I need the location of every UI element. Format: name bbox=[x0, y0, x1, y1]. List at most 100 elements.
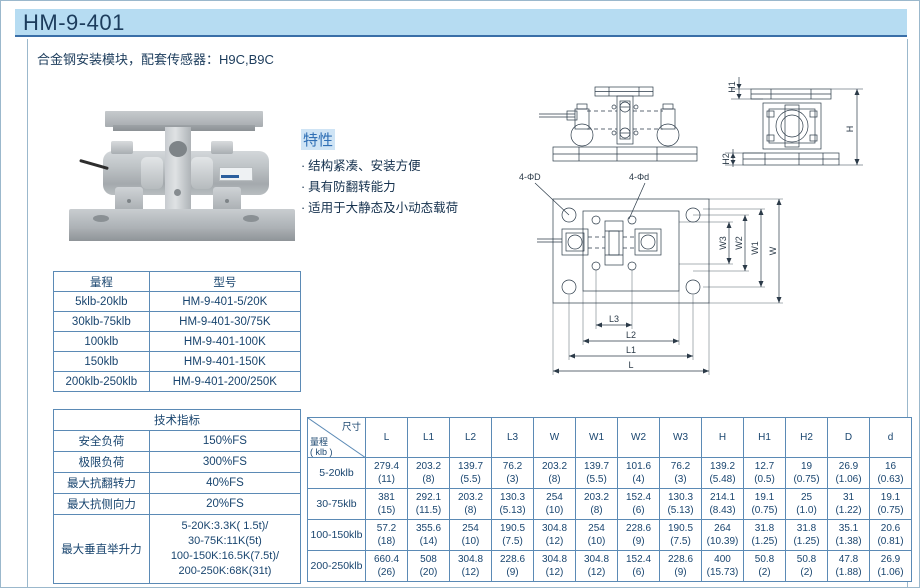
dim-mm: 304.8 bbox=[583, 554, 610, 565]
dim-cell: 26.9(1.06) bbox=[827, 457, 870, 489]
table-row: 200klb-250klb HM-9-401-200/250K bbox=[53, 371, 302, 392]
dim-mm: 152.4 bbox=[625, 492, 652, 503]
dim-in: (1.0) bbox=[796, 505, 817, 516]
dim-col-header: d bbox=[869, 417, 912, 458]
dim-in: (12) bbox=[587, 567, 606, 578]
dim-cell: 12.7(0.5) bbox=[743, 457, 786, 489]
dim-cell: 139.7(5.5) bbox=[449, 457, 492, 489]
dim-mm: 31.8 bbox=[754, 523, 775, 534]
dim-cell: 16(0.63) bbox=[869, 457, 912, 489]
dim-col-header: H2 bbox=[785, 417, 828, 458]
table-header-row: 尺寸 量程 ( klb ) L L1 L2 L3 W W1 W2 W3 H H1… bbox=[307, 417, 912, 458]
photo-cell-window-right bbox=[191, 157, 213, 189]
dim-mm: 26.9 bbox=[880, 554, 901, 565]
dim-in: (15) bbox=[377, 505, 396, 516]
dim-mm: 203.2 bbox=[457, 492, 484, 503]
spec-table: 技术指标 安全负荷 150%FS 极限负荷 300%FS 最大抗翻转力 40%F… bbox=[53, 409, 302, 584]
title-band bbox=[15, 9, 907, 37]
dim-mm: 76.2 bbox=[502, 461, 523, 472]
dim-in: (15.73) bbox=[706, 567, 739, 578]
dim-cell: 19(0.75) bbox=[785, 457, 828, 489]
model-table-header-model: 型号 bbox=[148, 271, 302, 292]
table-row: 5-20klb 279.4(11) 203.2(8) 139.7(5.5) 76… bbox=[307, 457, 912, 489]
table-row: 150klb HM-9-401-150K bbox=[53, 351, 302, 372]
dim-cell: 228.6(9) bbox=[659, 550, 702, 582]
dim-cell: 264(10.39) bbox=[701, 519, 744, 551]
dim-mm: 76.2 bbox=[670, 461, 691, 472]
photo-nameplate bbox=[219, 167, 253, 181]
dim-mm: 254 bbox=[546, 492, 563, 503]
dim-mm: 19 bbox=[800, 461, 813, 472]
dim-mm: 139.2 bbox=[709, 461, 736, 472]
dim-cell: 660.4(26) bbox=[365, 550, 408, 582]
label-l: L bbox=[628, 360, 633, 370]
feature-item: ·适用于大静态及小动态载荷 bbox=[301, 198, 511, 219]
dim-mm: 228.6 bbox=[667, 554, 694, 565]
label-l2: L2 bbox=[626, 330, 636, 340]
dim-in: (0.75) bbox=[751, 505, 778, 516]
dim-mm: 190.5 bbox=[499, 523, 526, 534]
dim-mm: 50.8 bbox=[796, 554, 817, 565]
dim-in: (5.5) bbox=[460, 474, 481, 485]
dim-mm: 12.7 bbox=[754, 461, 775, 472]
dim-in: (5.13) bbox=[667, 505, 694, 516]
photo-base-hole-left bbox=[93, 215, 109, 222]
dim-cell: 76.2 (3) bbox=[659, 457, 702, 489]
dim-in: (1.25) bbox=[751, 536, 778, 547]
dim-mm: 304.8 bbox=[541, 523, 568, 534]
dim-cell: 50.8(2) bbox=[743, 550, 786, 582]
features-title: 特性 bbox=[301, 129, 336, 150]
dim-mm: 203.2 bbox=[541, 461, 568, 472]
dim-mm: 25 bbox=[800, 492, 813, 503]
dim-in: (3) bbox=[674, 474, 687, 485]
dim-mm: 228.6 bbox=[625, 523, 652, 534]
photo-column-hole bbox=[169, 141, 187, 157]
dim-cell: 31.8 (1.25) bbox=[743, 519, 786, 551]
dim-cell: 279.4(11) bbox=[365, 457, 408, 489]
spec-value-cell: 40%FS bbox=[148, 472, 302, 494]
dim-cell: 203.2(8) bbox=[533, 457, 576, 489]
label-w1: W1 bbox=[750, 241, 760, 255]
dim-col-header: L2 bbox=[449, 417, 492, 458]
photo-top-plate bbox=[105, 111, 263, 127]
lift-line: 100-150K:16.5K(7.5t)/ bbox=[170, 550, 280, 562]
top-plan-view bbox=[534, 182, 783, 375]
dim-cell: 130.3(5.13) bbox=[659, 488, 702, 520]
table-row: 200-250klb 660.4(26) 508(20) 304.8(12) 2… bbox=[307, 550, 912, 582]
dim-in: (10.39) bbox=[706, 536, 739, 547]
dim-mm: 381 bbox=[378, 492, 395, 503]
label-h: H bbox=[845, 126, 855, 133]
model-table-header-capacity: 量程 bbox=[53, 271, 150, 292]
dim-in: (4) bbox=[632, 474, 645, 485]
model-capacity-cell: 30klb-75klb bbox=[53, 311, 150, 332]
dim-cell: 214.1(8.43) bbox=[701, 488, 744, 520]
label-h2: H2 bbox=[721, 153, 731, 165]
dim-in: (5.13) bbox=[499, 505, 526, 516]
dim-cell: 57.2(18) bbox=[365, 519, 408, 551]
dim-col-header: W bbox=[533, 417, 576, 458]
photo-base-hole-right bbox=[243, 215, 259, 222]
model-number-cell: HM-9-401-5/20K bbox=[148, 291, 302, 312]
dim-row-capacity: 30-75klb bbox=[307, 488, 366, 520]
dim-in: (10) bbox=[461, 536, 480, 547]
dim-in: (0.75) bbox=[877, 505, 904, 516]
table-row: 最大抗侧向力 20%FS bbox=[53, 493, 302, 515]
spec-value-cell: 150%FS bbox=[148, 430, 302, 452]
feature-item: ·具有防翻转能力 bbox=[301, 177, 511, 198]
dim-cell: 228.6(9) bbox=[617, 519, 660, 551]
model-number-cell: HM-9-401-150K bbox=[148, 351, 302, 372]
dim-in: (7.5) bbox=[502, 536, 523, 547]
dim-cell: 50.8 (2) bbox=[785, 550, 828, 582]
dim-in: (2) bbox=[800, 567, 813, 578]
dim-cell: 130.3(5.13) bbox=[491, 488, 534, 520]
dim-col-header: L1 bbox=[407, 417, 450, 458]
front-elevation-view bbox=[539, 86, 698, 162]
dim-mm: 20.6 bbox=[880, 523, 901, 534]
model-table-container: 量程 型号 5klb-20klb HM-9-401-5/20K 30klb-75… bbox=[53, 271, 302, 392]
dim-in: (5.5) bbox=[586, 474, 607, 485]
spec-table-container: 技术指标 安全负荷 150%FS 极限负荷 300%FS 最大抗翻转力 40%F… bbox=[53, 409, 302, 584]
callout-big-hole: 4-ΦD bbox=[519, 172, 541, 182]
spec-label-cell: 极限负荷 bbox=[53, 451, 150, 473]
dim-mm: 304.8 bbox=[457, 554, 484, 565]
drawings-svg: H1 H2 H 4-ΦD 4-Φd L3 L2 L1 L W3 W2 W1 W bbox=[519, 77, 863, 375]
